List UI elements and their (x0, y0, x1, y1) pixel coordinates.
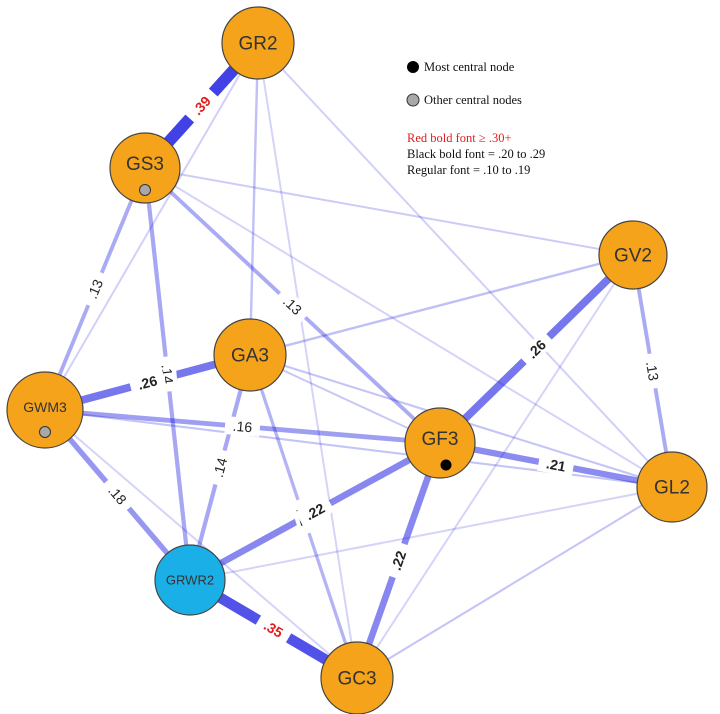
edge-weight-label: .22 (388, 548, 410, 572)
legend-red-rule: Red bold font ≥ .30+ (407, 131, 512, 145)
edge-gl2-gc3 (356, 486, 673, 679)
edge-label-group: .21 (537, 452, 575, 478)
edge-label-group: .13 (640, 352, 665, 390)
node-circle (221, 6, 295, 80)
edge-label-background (537, 452, 575, 478)
edge-label-background (640, 352, 665, 390)
edge-gs3-gv2 (144, 167, 634, 256)
edge-gl2-grwr2 (189, 486, 673, 581)
node-circle (6, 371, 84, 449)
legend-most-central: Most central node (424, 60, 515, 74)
node-label: GC3 (337, 669, 376, 690)
edge-weight-label: .16 (232, 418, 253, 436)
node-gf3: GF3 (404, 407, 476, 479)
legend: Most central node Other central nodes Re… (406, 60, 545, 177)
other-central-marker-icon (139, 184, 151, 196)
edge-label-group: .14 (206, 448, 234, 487)
edge-weight-label: .13 (84, 277, 106, 301)
edge-weight-label: .26 (136, 372, 159, 393)
edge-gwm3-gc3 (44, 409, 358, 679)
node-ga3: GA3 (213, 318, 287, 392)
edge-label-background (183, 86, 220, 125)
edge-weight-label: .14 (210, 456, 231, 479)
edge-gr2-gl2 (257, 42, 673, 488)
other-central-marker-icon (406, 93, 420, 107)
node-grwr2: GRWR2 (154, 544, 226, 616)
node-label: GRWR2 (166, 573, 214, 588)
edge-gr2-gc3 (257, 42, 358, 679)
edge-gwm3-gl2 (44, 408, 673, 489)
node-label: GF3 (422, 429, 459, 450)
node-circle (320, 641, 394, 714)
edge-label-group: .35 (253, 612, 294, 646)
node-circle (109, 132, 181, 204)
node-label: GWM3 (23, 399, 67, 415)
edge-label-background (224, 416, 261, 437)
edge-gv2-gc3 (356, 254, 634, 679)
most-central-marker-icon (407, 61, 419, 73)
node-gs3: GS3 (109, 132, 181, 204)
node-gl2: GL2 (636, 451, 708, 523)
edge-label-background (517, 330, 556, 368)
edge-gr2-ga3 (248, 42, 260, 356)
edge-label-group: .16 (224, 416, 261, 437)
edge-label-background (295, 495, 335, 528)
node-circle (213, 318, 287, 392)
other-central-marker-icon (39, 426, 51, 438)
node-label: GR2 (238, 34, 277, 55)
edge-weight-label: .13 (643, 360, 662, 382)
edge-label-background (253, 612, 294, 646)
node-gv2: GV2 (598, 220, 668, 290)
legend-other-central: Other central nodes (424, 93, 522, 107)
most-central-marker-icon (440, 459, 452, 471)
edge-ga3-gv2 (249, 253, 634, 357)
legend-black-rule: Black bold font = .20 to .29 (407, 147, 545, 161)
node-circle (598, 220, 668, 290)
edge-labels-layer: .39.13.14.13.26.16.18.14.11.26.13.21.22.… (79, 86, 665, 646)
edge-label-group: .22 (295, 495, 335, 528)
legend-regular-rule: Regular font = .10 to .19 (407, 163, 530, 177)
edge-label-group: .22 (384, 541, 413, 580)
edge-label-background (128, 369, 167, 396)
edge-label-background (273, 286, 312, 325)
node-label: GL2 (654, 478, 690, 499)
edge-label-background (99, 475, 136, 515)
edge-label-background (79, 269, 111, 309)
node-circle (154, 544, 226, 616)
node-circle (636, 451, 708, 523)
node-circle (404, 407, 476, 479)
edge-label-group: .13 (79, 269, 111, 309)
edge-gr2-gwm3 (44, 42, 259, 411)
node-gwm3: GWM3 (6, 371, 84, 449)
edge-gs3-gl2 (144, 167, 673, 488)
node-label: GV2 (614, 246, 652, 267)
edge-weight-label: .21 (545, 455, 567, 474)
node-label: GA3 (231, 346, 269, 367)
edge-label-background (384, 541, 413, 580)
node-gc3: GC3 (320, 641, 394, 714)
node-gr2: GR2 (221, 6, 295, 80)
edge-label-background (206, 448, 234, 487)
edge-label-group: .26 (128, 369, 167, 396)
node-label: GS3 (126, 154, 164, 175)
